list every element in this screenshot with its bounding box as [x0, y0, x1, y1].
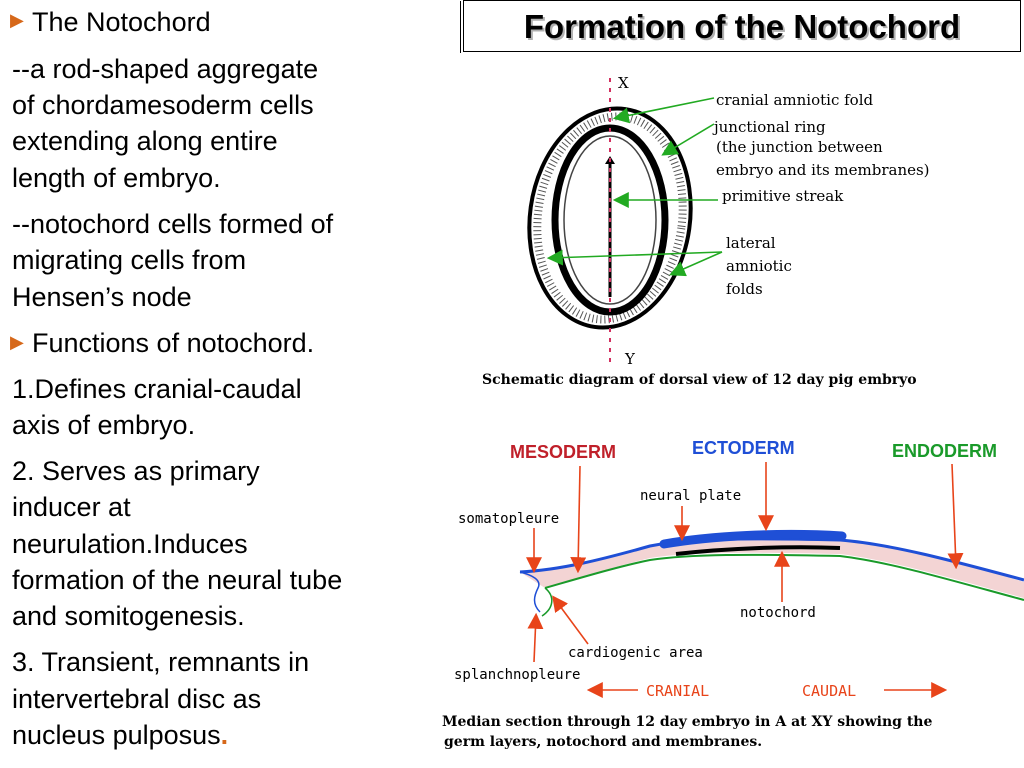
neural-plate-label: neural plate [640, 488, 741, 504]
text-line: and somitogenesis. [12, 601, 245, 631]
functions-heading: Functions of notochord. [32, 328, 315, 358]
text-line: neurulation.Induces [12, 529, 248, 559]
text-line: 1.Defines cranial-caudal [12, 374, 302, 404]
embryo-inner-outline [563, 135, 657, 305]
splanchnopleure-arrow [527, 612, 544, 663]
splanchnopleure-label: splanchnopleure [454, 667, 580, 683]
cranial-amniotic-fold-label: cranial amniotic fold [716, 91, 874, 109]
text-line: 3. Transient, remnants in [12, 647, 310, 677]
text-line: extending along entire [12, 126, 278, 156]
splanchnopleure-fold-shape [541, 587, 553, 617]
endoderm-arrow [947, 463, 964, 570]
text-column: ▶ The Notochord --a rod-shaped aggregate… [0, 0, 450, 768]
junctional-ring-arrow [661, 123, 715, 156]
lateral-fold-arrow-left [546, 249, 723, 266]
primitive-streak-label: primitive streak [722, 187, 844, 205]
median-section-diagram: MESODERM ECTODERM ENDODERM neural plate … [442, 438, 1024, 750]
mesoderm-layer-shape [520, 538, 1024, 598]
text-line: 2. Serves as primary [12, 456, 260, 486]
mesoderm-arrow [570, 465, 587, 574]
caudal-label: CAUDAL [802, 682, 856, 700]
junctional-ring-label: junctional ring [712, 118, 826, 136]
text-line: migrating cells from [12, 245, 247, 275]
lateral-amniotic-folds-label-2: amniotic [726, 257, 792, 275]
text-line: axis of embryo. [12, 410, 196, 440]
notochord-heading: The Notochord [32, 7, 211, 37]
text-line: nucleus pulposus. [12, 717, 228, 753]
bullet-arrow-icon: ▶ [10, 332, 24, 352]
median-section-caption: Median section through 12 day embryo in … [442, 714, 932, 730]
text-line-period: . [220, 720, 229, 750]
ectoderm-label: ECTODERM [692, 438, 795, 458]
text-line: of chordamesoderm cells [12, 90, 314, 120]
lateral-fold-arrow-right [669, 251, 723, 277]
dorsal-view-diagram: X Y cranial amniotic fold junctional rin… [482, 74, 930, 388]
x-label: X [618, 74, 629, 92]
notochord-label: notochord [740, 605, 816, 621]
text-line: intervertebral disc as [12, 684, 262, 714]
somatopleure-label: somatopleure [458, 511, 559, 527]
junctional-ring-label-2: (the junction between [716, 138, 883, 156]
mesoderm-label: MESODERM [510, 442, 616, 462]
text-line: Hensen’s node [12, 282, 192, 312]
text-line: --a rod-shaped aggregate [12, 54, 319, 84]
endoderm-label: ENDODERM [892, 441, 997, 461]
y-label: Y [624, 350, 636, 368]
text-line: formation of the neural tube [12, 565, 343, 595]
notochord-shape [675, 545, 841, 556]
text-line-main: nucleus pulposus [12, 720, 221, 750]
lateral-amniotic-folds-label: lateral [726, 234, 776, 252]
cardiogenic-area-arrow [552, 595, 589, 645]
lateral-amniotic-folds-label-3: folds [726, 280, 763, 298]
title-box: Formation of the Notochord [460, 0, 1021, 53]
median-section-caption-2: germ layers, notochord and membranes. [444, 734, 762, 750]
endoderm-layer-shape [544, 553, 1024, 601]
somatopleure-fold-shape [519, 571, 541, 613]
text-line: inducer at [12, 492, 131, 522]
text-line: length of embryo. [12, 163, 221, 193]
cranial-fold-arrow [612, 97, 715, 124]
cardiogenic-area-label: cardiogenic area [568, 645, 703, 661]
bullet-arrow-icon: ▶ [10, 10, 24, 30]
junctional-ring-label-3: embryo and its membranes) [716, 161, 930, 179]
text-line: --notochord cells formed of [12, 209, 334, 239]
dorsal-view-caption: Schematic diagram of dorsal view of 12 d… [482, 372, 917, 388]
neural-plate-shape [659, 529, 847, 549]
cranial-label: CRANIAL [646, 682, 709, 700]
page-title: Formation of the Notochord [523, 8, 961, 45]
